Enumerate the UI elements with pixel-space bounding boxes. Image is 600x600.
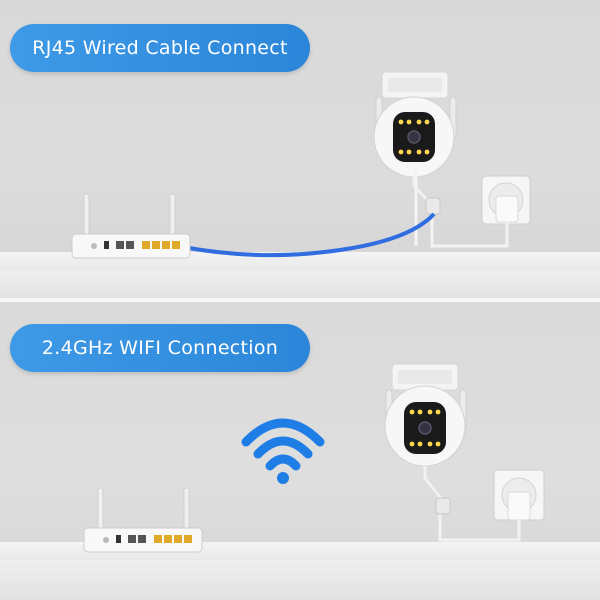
- router-icon: [72, 194, 190, 258]
- wifi-icon: [246, 423, 320, 484]
- wifi-connection-panel: 2.4GHz WIFI Connection: [0, 302, 600, 600]
- power-socket-icon: [494, 470, 544, 520]
- wired-connection-panel: RJ45 Wired Cable Connect: [0, 0, 600, 298]
- power-socket-icon: [482, 176, 530, 224]
- camera-icon: [385, 364, 466, 466]
- wifi-scene: [0, 302, 600, 600]
- ethernet-cable-icon: [178, 214, 434, 255]
- wired-scene: [0, 0, 600, 298]
- router-icon: [84, 488, 202, 552]
- camera-icon: [374, 72, 456, 177]
